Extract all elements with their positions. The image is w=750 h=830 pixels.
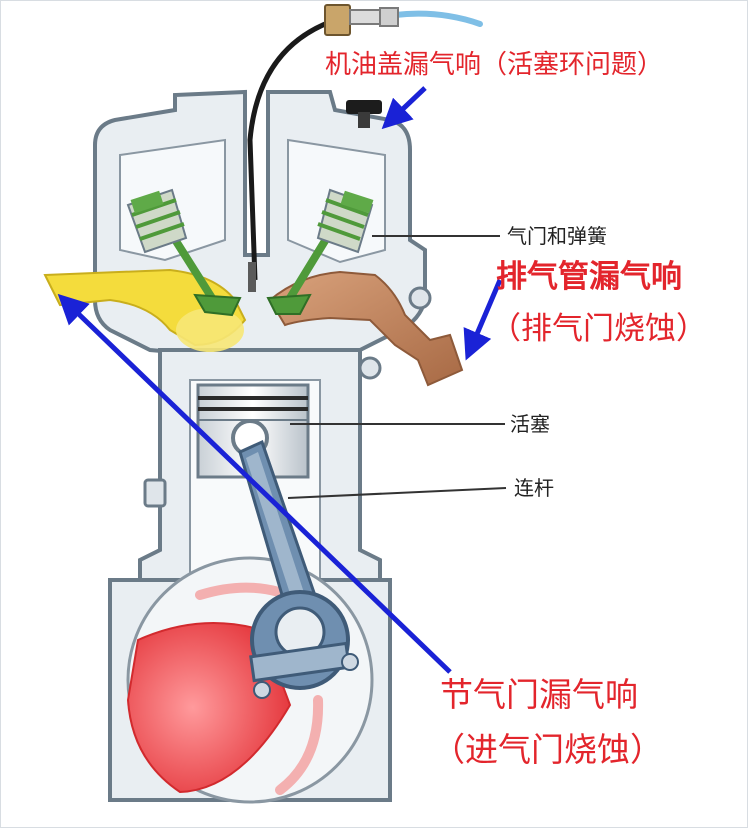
exhaust-valve xyxy=(266,188,374,315)
spark-tester-icon xyxy=(324,4,399,36)
intake-valve xyxy=(126,188,242,317)
throttle-arrow xyxy=(57,293,452,674)
hose-icon xyxy=(247,10,483,292)
connecting-rod-label: 连杆 xyxy=(514,476,554,500)
oil-cap-icon xyxy=(346,100,382,128)
rod-leader xyxy=(287,487,507,499)
exhaust-valve-burn-label: （排气门烧蚀） xyxy=(490,311,707,347)
piston-label: 活塞 xyxy=(510,412,550,436)
oil-cap-leak-label: 机油盖漏气响（活塞环问题） xyxy=(325,50,664,80)
throttle-leak-label: 节气门漏气响 xyxy=(440,675,638,714)
crank-counterweight xyxy=(126,621,292,794)
exhaust-port xyxy=(268,270,464,387)
exhaust-arrow xyxy=(463,279,503,361)
intake-valve-burn-label: （进气门烧蚀） xyxy=(432,730,663,769)
oil-cap-arrow xyxy=(381,86,427,130)
valve-spring-label: 气门和弹簧 xyxy=(507,224,607,248)
exhaust-leak-label: 排气管漏气响 xyxy=(496,259,682,295)
